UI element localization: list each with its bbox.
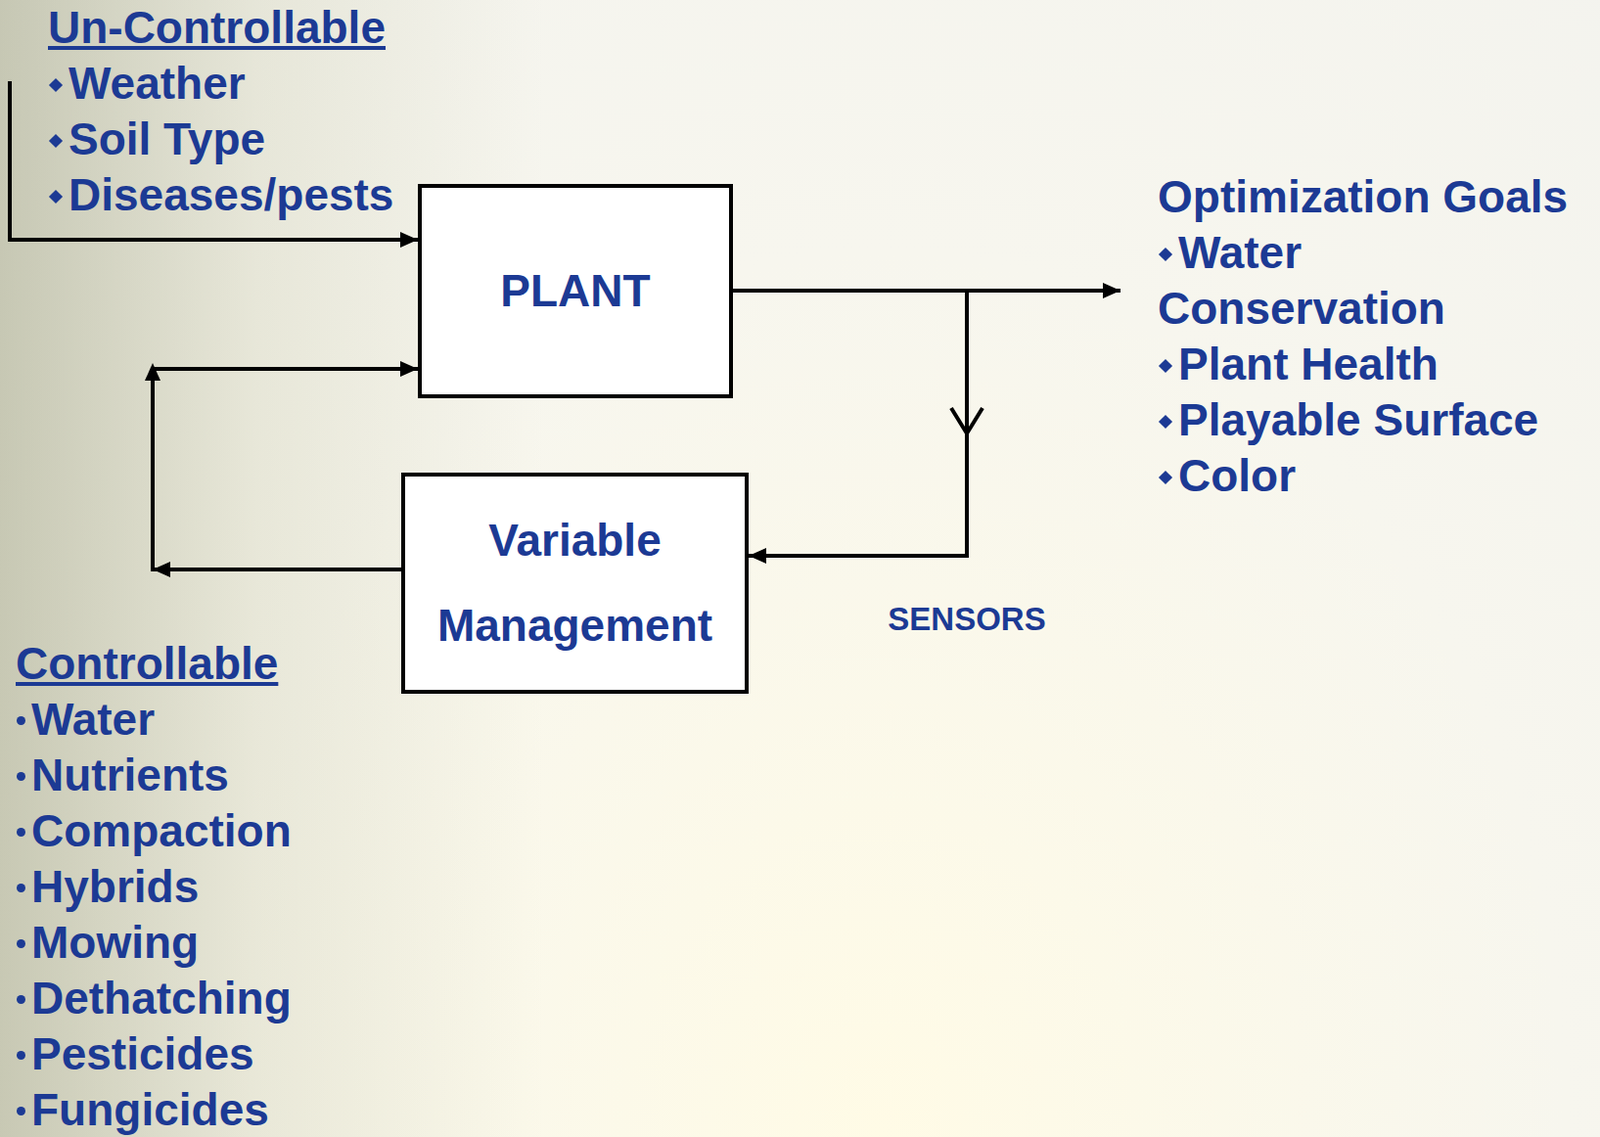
list-item-row: Fungicides	[15, 1082, 408, 1137]
dot-bullet	[16, 995, 26, 1005]
box-label: Variable Management	[428, 498, 723, 669]
list-heading: Un-Controllable	[47, 1, 386, 53]
list-item-row: Soil Type	[47, 111, 596, 168]
list-item-row: Hybrids	[15, 859, 408, 915]
list-item: Playable Surface	[1178, 394, 1539, 446]
list-heading: Optimization Goals	[1157, 171, 1568, 223]
list-item: Fungicides	[31, 1084, 270, 1136]
list-heading-row: Controllable	[15, 636, 408, 692]
box-label: PLANT	[500, 263, 650, 320]
dot-bullet	[16, 716, 26, 726]
list-heading: Controllable	[15, 638, 278, 689]
process-box: Variable Management	[401, 472, 749, 694]
list-item: Soil Type	[68, 113, 266, 165]
dot-bullet	[16, 1106, 26, 1116]
diamond-bullet	[48, 78, 63, 92]
list-heading-row: Un-Controllable	[47, 0, 596, 56]
diamond-bullet	[1158, 470, 1173, 485]
diamond-bullet	[1158, 414, 1173, 429]
diamond-bullet	[48, 134, 63, 148]
connector-arrow	[732, 290, 967, 556]
list-item: Mowing	[31, 916, 199, 968]
list-item-row: Diseases/pests	[47, 167, 596, 224]
text-list: Optimization GoalsWater ConservationPlan…	[1157, 169, 1589, 504]
dot-bullet	[16, 772, 26, 781]
connector-arrow	[152, 368, 418, 570]
list-item: Compaction	[31, 805, 292, 857]
list-item-row: Water	[15, 691, 408, 748]
list-item: Color	[1178, 450, 1296, 502]
dot-bullet	[16, 939, 26, 949]
list-item-row: Nutrients	[15, 747, 408, 804]
list-item: Water	[31, 693, 155, 745]
dot-bullet	[16, 1051, 26, 1060]
edge-label: SENSORS	[887, 599, 1046, 640]
list-item-row: Plant Health	[1157, 336, 1589, 393]
list-item-row: Dethatching	[15, 970, 408, 1027]
diamond-bullet	[1158, 247, 1173, 262]
list-item: Water Conservation	[1157, 227, 1446, 334]
dot-bullet	[16, 827, 26, 837]
process-box: PLANT	[417, 183, 733, 399]
list-heading-row: Optimization Goals	[1157, 169, 1589, 226]
text-list: Un-ControllableWeatherSoil TypeDiseases/…	[47, 0, 596, 224]
list-item-row: Playable Surface	[1157, 392, 1589, 449]
list-item: Hybrids	[31, 861, 199, 913]
list-item: Diseases/pests	[68, 169, 394, 221]
list-item: Plant Health	[1178, 338, 1439, 390]
dot-bullet	[16, 883, 26, 893]
text-list: ControllableWaterNutrientsCompactionHybr…	[15, 636, 408, 1137]
diamond-bullet	[48, 189, 63, 204]
list-item-row: Weather	[47, 55, 596, 112]
list-item: Pesticides	[31, 1028, 255, 1080]
list-item-row: Color	[1157, 448, 1589, 504]
list-item-row: Compaction	[15, 803, 408, 860]
list-item-row: Pesticides	[15, 1026, 408, 1083]
list-item: Weather	[68, 57, 246, 109]
list-item: Dethatching	[31, 972, 292, 1024]
list-item: Nutrients	[31, 749, 229, 801]
diamond-bullet	[1158, 359, 1173, 373]
list-item-row: Water Conservation	[1157, 225, 1589, 337]
list-item-row: Mowing	[15, 914, 408, 971]
